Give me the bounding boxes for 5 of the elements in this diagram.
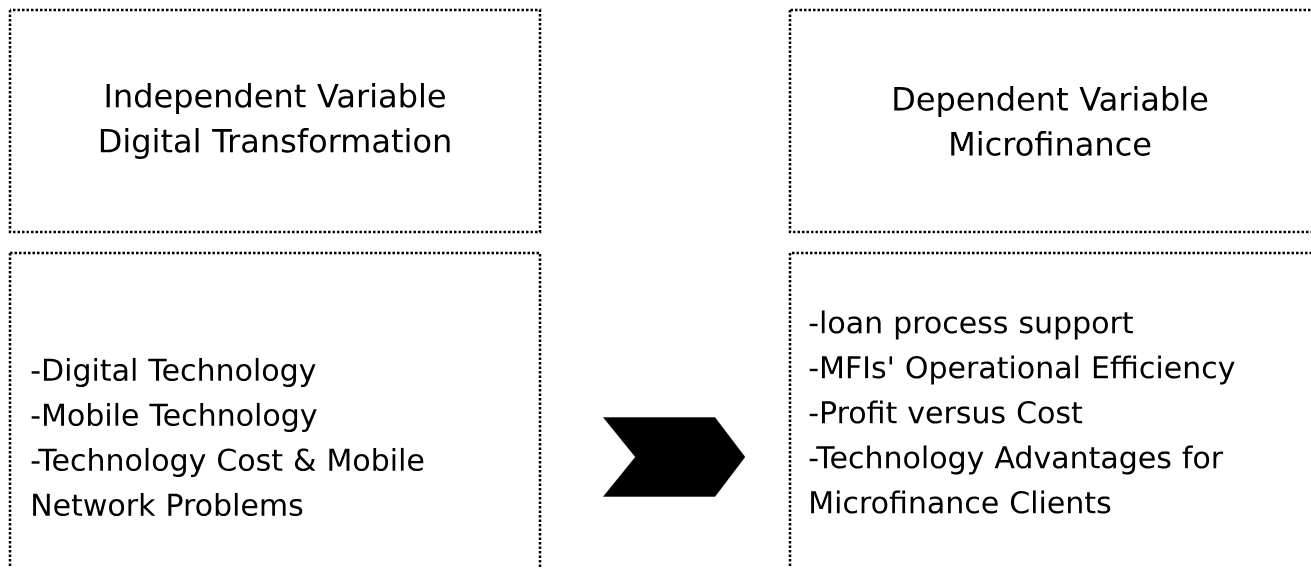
chevron-arrow: [603, 417, 746, 497]
variable-box: Dependent Variable Microfinance: [788, 8, 1311, 234]
indicator-box: -loan process support -MFIs' Operational Efficiency -Profit versus Cost -Technology Advantages for Microfinance Clients: [788, 251, 1311, 568]
variable-box: Independent Variable Digital Transformation: [8, 8, 542, 234]
indicator-box: -Digital Technology -Mobile Technology -Technology Cost & Mobile Network Problems: [8, 251, 542, 568]
